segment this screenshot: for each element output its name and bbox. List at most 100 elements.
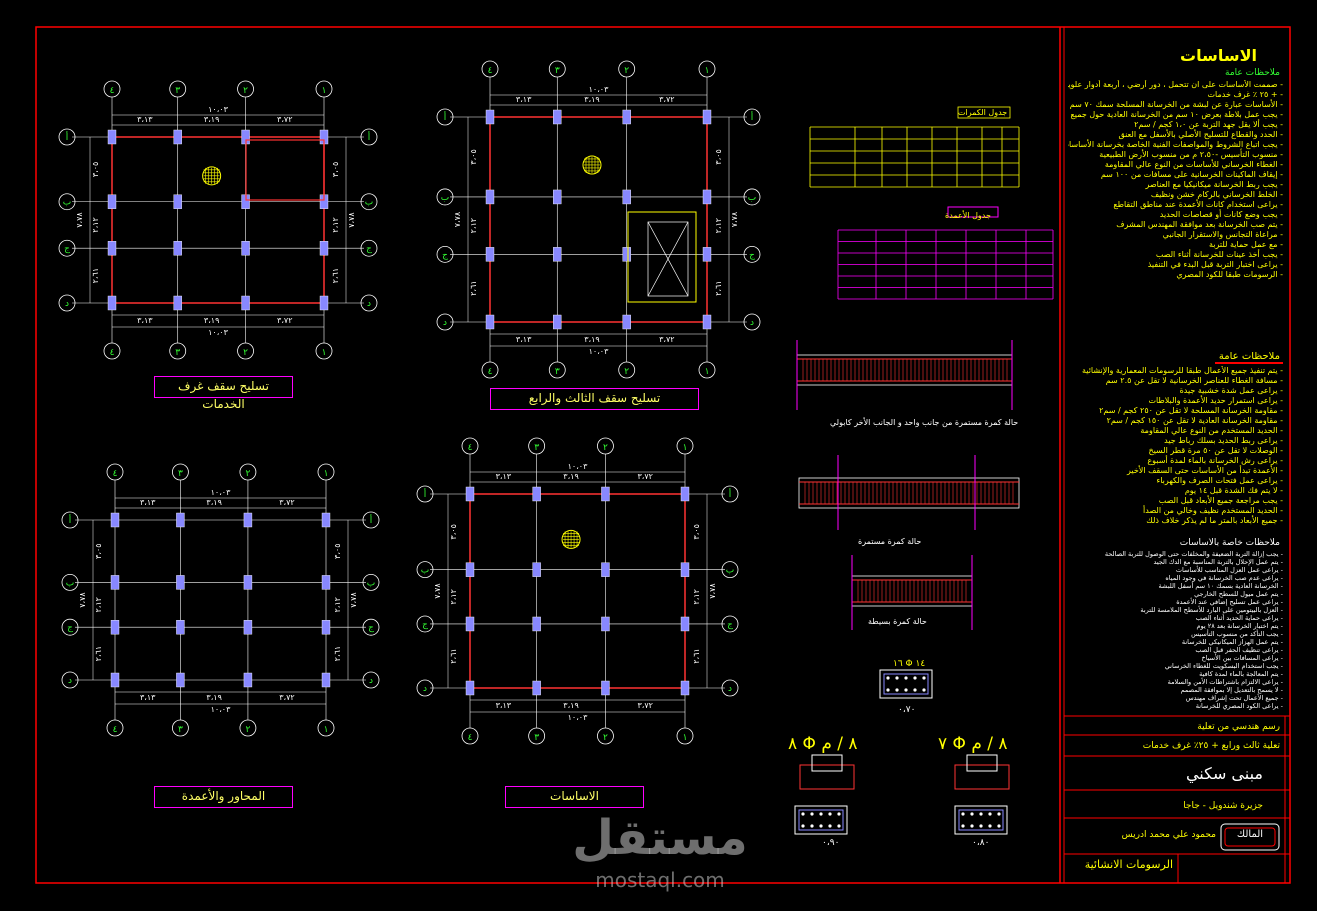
tb-row-drawing-type: رسم هندسي من تعلية bbox=[1197, 722, 1280, 732]
dimension-span: ٣،٧٢ bbox=[659, 335, 674, 344]
column-section bbox=[241, 295, 250, 311]
column-section bbox=[173, 295, 182, 311]
dimension-span: ٣،٧٢ bbox=[279, 693, 294, 702]
grid-bubble-label: ب bbox=[421, 566, 429, 576]
dimension-span: ٣،١٣ bbox=[137, 115, 153, 124]
grid-bubble-label: ج bbox=[64, 244, 70, 254]
grid-bubble bbox=[362, 671, 380, 689]
rebar-dot bbox=[979, 812, 983, 816]
grid-bubble bbox=[360, 128, 378, 146]
side-panel-subheading: ملاحظات عامة bbox=[1225, 68, 1280, 78]
dimension-span: ٣،٧٢ bbox=[637, 701, 652, 710]
column-section bbox=[601, 616, 610, 632]
dimension-total: ١٠،٠٣ bbox=[208, 105, 228, 114]
grid-bubble-label: د bbox=[369, 676, 373, 686]
note-line: - يتم عمل الإحلال بالتربة المناسبة مع ال… bbox=[1153, 558, 1283, 566]
plan-title-axes-columns: المحاور والأعمدة bbox=[154, 786, 293, 808]
note-line: - الخرسانة العادية بسمك ١٠ سم أسفل اللبش… bbox=[1158, 582, 1283, 590]
column-section bbox=[553, 314, 562, 330]
grid-bubble-label: ١ bbox=[324, 725, 329, 735]
grid-bubble-label: ٤ bbox=[488, 367, 493, 377]
dimension-total: ١٠،٠٣ bbox=[589, 85, 609, 94]
dimension-side: ٢،٦١ bbox=[331, 268, 340, 283]
column-section bbox=[319, 295, 329, 311]
dimension-side-total: ٧،٧٨ bbox=[708, 583, 717, 599]
note-line: - يراعى اختبار التربة قبل البدء في التنف… bbox=[1147, 260, 1283, 269]
dimension-side: ٣،٠٥ bbox=[449, 524, 458, 539]
dimension-side: ٣،٠٥ bbox=[469, 149, 478, 164]
dimension-side: ٢،١٢ bbox=[331, 217, 340, 232]
tb-drawing-name: الرسومات الانشائية bbox=[1084, 858, 1173, 871]
grid-bubble bbox=[362, 511, 380, 529]
grid-bubble bbox=[721, 485, 739, 503]
grid-bubble bbox=[548, 60, 566, 78]
column-section bbox=[321, 575, 331, 590]
rebar-dot bbox=[895, 688, 899, 692]
column-section bbox=[601, 680, 610, 696]
column-section bbox=[532, 616, 541, 632]
dimension-span: ٣،١٩ bbox=[563, 701, 578, 710]
tb-row-scope: تعلية ثالث ورابع + ٢٥٪ غرف خدمات bbox=[1142, 741, 1280, 751]
note-line: - يراعى عدم صب الخرسانة في وجود المياه bbox=[1165, 574, 1283, 582]
grid-bubble-label: ج bbox=[749, 250, 755, 260]
dimension-side: ٢،٦١ bbox=[94, 646, 103, 661]
note-line: - جميع الأعمال تحت إشراف مهندس bbox=[1185, 694, 1283, 702]
grid-bubble bbox=[61, 511, 79, 529]
grid-bubble-label: ٣ bbox=[555, 66, 560, 76]
column-section bbox=[243, 672, 253, 688]
column-section bbox=[243, 575, 253, 590]
beam-detail-caption-2: حالة كمرة مستمرة bbox=[858, 537, 922, 546]
section-stirrup bbox=[883, 673, 929, 695]
dimension-span: ٣،١٣ bbox=[140, 498, 156, 507]
dimension-side: ٣،٠٥ bbox=[714, 149, 723, 164]
note-line: - يجب استخدام البسكويت للغطاء الخرساني bbox=[1164, 662, 1283, 670]
beam-outline bbox=[798, 477, 1020, 509]
section-dim-a: ٠،٩٠ bbox=[822, 838, 840, 848]
grid-bubble-label: ٤ bbox=[488, 66, 493, 76]
note-line: - يراعى استخدام كانات الأعمدة عند مناطق … bbox=[1113, 200, 1283, 209]
grid-bubble bbox=[106, 719, 124, 737]
grid-bubble-label: ١ bbox=[705, 367, 710, 377]
column-schedule-table bbox=[837, 229, 1054, 300]
grid-bubble bbox=[58, 193, 76, 211]
rebar-dot bbox=[801, 824, 805, 828]
grid-bubble-label: ٤ bbox=[110, 348, 115, 358]
grid-bubble bbox=[106, 463, 124, 481]
note-line: - مقاومة الخرسانة المسلحة لا تقل عن ٢٥٠ … bbox=[1099, 406, 1283, 415]
slab-outline bbox=[489, 116, 708, 323]
grid-bubble-label: د bbox=[68, 676, 72, 686]
section-outline bbox=[794, 805, 848, 835]
rebar-dot bbox=[810, 824, 814, 828]
column-section bbox=[319, 241, 329, 256]
beam-elevation-simple bbox=[851, 575, 973, 607]
dimension-span: ٣،١٩ bbox=[204, 316, 219, 325]
dimension-span: ٣،٧٢ bbox=[659, 95, 674, 104]
note-line: - إيقاف الماكينات الخرسانية على مسافات م… bbox=[1100, 170, 1283, 179]
note-line: - الغطاء الخرساني للأساسات من النوع عالي… bbox=[1104, 160, 1283, 169]
dimension-span: ٣،١٩ bbox=[204, 115, 219, 124]
note-line: - مراعاة التجانس والاستقرار الجانبي bbox=[1162, 230, 1283, 239]
column-section bbox=[107, 194, 117, 209]
grid-bubble bbox=[618, 361, 636, 379]
grid-bubble-label: د bbox=[750, 318, 754, 328]
section-stirrup bbox=[958, 809, 1004, 831]
grid-bubble-label: ٤ bbox=[468, 443, 473, 453]
section-stirrup bbox=[798, 809, 844, 831]
dimension-total: ١٠،٠٣ bbox=[589, 347, 609, 356]
footing-outline bbox=[799, 764, 855, 790]
grid-bubble-label: ب bbox=[66, 578, 74, 588]
stirrup-label-b: ٧ Φ ٨ / م bbox=[938, 734, 1008, 754]
grid-bubble bbox=[239, 463, 257, 481]
grid-bubble-label: أ bbox=[751, 111, 754, 123]
grid-bubble bbox=[58, 294, 76, 312]
note-line: - يجب وضع كانات أو قصاصات الحديد bbox=[1159, 210, 1283, 219]
dimension-span: ٣،١٣ bbox=[140, 693, 156, 702]
column-section bbox=[680, 486, 690, 502]
note-line: - يراعى الالتزام باشتراطات الأمن والسلام… bbox=[1167, 678, 1283, 686]
stirrup-label-a: ٨ Φ ٨ / م bbox=[788, 734, 858, 754]
note-line: - يراعى حماية الحديد أثناء الصب bbox=[1195, 614, 1283, 622]
grid-bubble bbox=[481, 361, 499, 379]
grid-bubble-label: ج bbox=[67, 623, 73, 633]
grid-bubble bbox=[172, 463, 189, 481]
grid-bubble-label: ٢ bbox=[624, 66, 629, 76]
